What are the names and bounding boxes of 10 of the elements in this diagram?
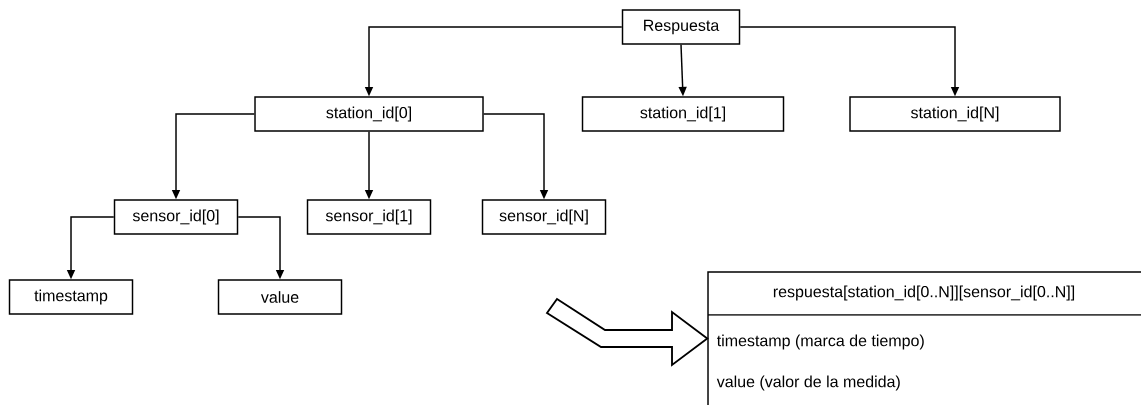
- tree-box: value: [217, 279, 343, 315]
- record-table: respuesta[station_id[0..N]][sensor_id[0..N]] timestamp (marca de tiempo) value (valor de la medida): [707, 271, 1141, 405]
- tree-box: station_id[1]: [581, 96, 785, 132]
- tree-box: timestamp: [8, 279, 134, 315]
- tree-box: sensor_id[0]: [113, 199, 239, 235]
- tree-box: Respuesta: [621, 9, 741, 45]
- tree-box: sensor_id[N]: [481, 199, 607, 235]
- tree-box: station_id[0]: [254, 96, 484, 132]
- tree-box: station_id[N]: [849, 96, 1061, 132]
- tree-box: sensor_id[1]: [306, 199, 432, 235]
